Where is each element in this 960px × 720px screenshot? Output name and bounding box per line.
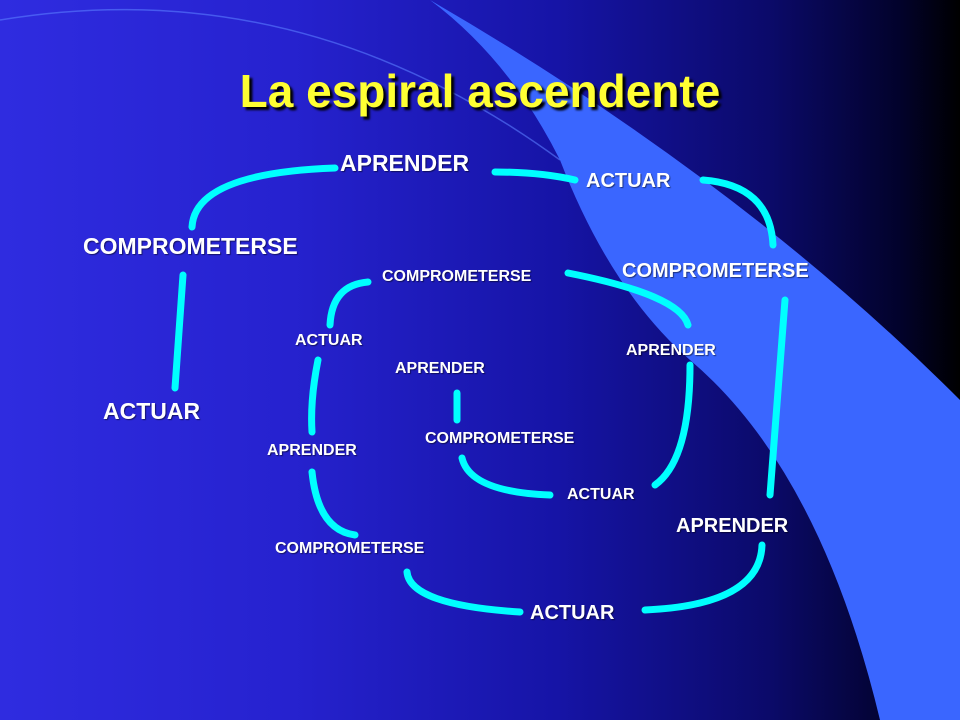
highlight-curve bbox=[0, 8, 561, 161]
slide-title: La espiral ascendente bbox=[239, 65, 721, 117]
label-middle-actuar-bottom-right: ACTUAR bbox=[567, 486, 635, 503]
label-middle-comprometerse-top: COMPROMETERSE bbox=[382, 268, 532, 285]
label-outer-comprometerse-right: COMPROMETERSE bbox=[622, 260, 809, 282]
label-inner-aprender: APRENDER bbox=[395, 360, 485, 377]
label-middle-comprometerse-bottom: COMPROMETERSE bbox=[275, 540, 425, 557]
label-outer-aprender-right: APRENDER bbox=[676, 515, 789, 537]
arc-outer-right bbox=[766, 296, 789, 499]
arc-middle-left bbox=[308, 356, 322, 436]
arc-middle-bottom-left bbox=[308, 468, 359, 539]
label-middle-actuar-left: ACTUAR bbox=[295, 332, 363, 349]
label-middle-aprender-right: APRENDER bbox=[626, 342, 716, 359]
arc-outer-bottom-left bbox=[403, 568, 524, 616]
arc-outer-top-left bbox=[188, 164, 339, 231]
light-wedge bbox=[430, 0, 960, 720]
label-outer-actuar-top-right: ACTUAR bbox=[586, 170, 671, 192]
arc-outer-left bbox=[171, 271, 187, 392]
label-inner-comprometerse: COMPROMETERSE bbox=[425, 430, 575, 447]
arc-outer-top-right bbox=[699, 176, 777, 249]
label-outer-actuar-left: ACTUAR bbox=[103, 398, 201, 424]
arc-outer-top-middle bbox=[491, 168, 579, 184]
label-outer-actuar-bottom: ACTUAR bbox=[530, 602, 615, 624]
arc-outer-bottom-right bbox=[641, 541, 766, 614]
label-outer-comprometerse-left: COMPROMETERSE bbox=[83, 233, 298, 259]
arc-middle-right bbox=[651, 361, 694, 489]
arc-middle-top-left bbox=[326, 278, 372, 329]
arc-inner-bottom bbox=[458, 454, 554, 499]
arc-middle-top-right bbox=[564, 269, 692, 329]
label-middle-aprender-left: APRENDER bbox=[267, 442, 357, 459]
label-outer-aprender-top: APRENDER bbox=[340, 150, 470, 176]
